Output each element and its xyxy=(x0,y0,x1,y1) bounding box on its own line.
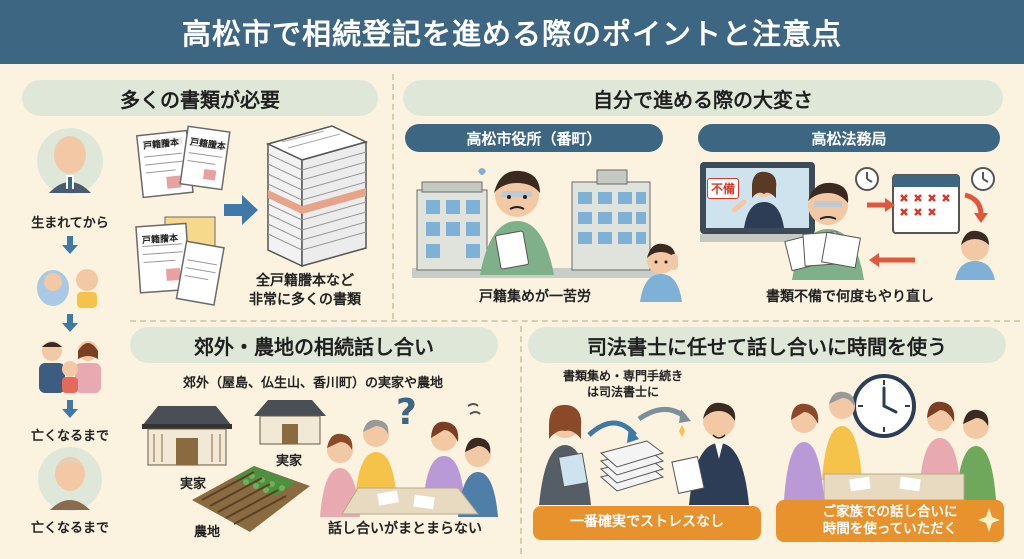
farmland-icon xyxy=(192,466,310,532)
divider-vertical-top xyxy=(392,74,394,319)
document-stack-small-icon xyxy=(135,125,231,306)
life-stage-until-death-2: 亡くなるまで xyxy=(30,521,110,536)
scrivener-note: 書類集め・専門手続き は司法書士に xyxy=(562,369,684,400)
documents-caption: 全戸籍謄本など 非常に多くの書類 xyxy=(249,273,361,308)
house-icon xyxy=(254,400,326,445)
deficiency-badge: 不備 xyxy=(707,178,740,199)
suburb-heading: 郊外・農地の相続話し合い xyxy=(130,327,498,363)
divider-horizontal xyxy=(130,320,1020,322)
family-meeting-icon xyxy=(784,391,996,501)
svg-text:?: ? xyxy=(396,392,417,433)
title-bar: 高松市で相続登記を進める際のポイントと注意点 xyxy=(0,0,1024,64)
legal-bureau-label: 高松法務局 xyxy=(698,124,1000,152)
house-label-2: 実家 xyxy=(276,454,303,469)
suburb-subtitle: 郊外（屋島、仏生山、香川町）の実家や農地 xyxy=(182,376,444,391)
life-stage-born: 生まれてから xyxy=(31,216,109,231)
house-icon xyxy=(142,406,232,466)
farmland-label: 農地 xyxy=(194,525,221,540)
family-discussion-icon: ? xyxy=(320,392,498,517)
page-title: 高松市で相続登記を進める際のポイントと注意点 xyxy=(181,17,842,51)
city-office-caption: 戸籍集めが一苦労 xyxy=(479,289,591,305)
right-banner: ご家族での話し合いに 時間を使っていただく xyxy=(776,500,1004,542)
left-banner: 一番確実でストレスなし xyxy=(533,506,761,540)
worried-man-icon xyxy=(478,168,554,275)
divider-vertical-bottom xyxy=(520,326,522,554)
frustrated-man-icon xyxy=(784,182,864,280)
baby-icon xyxy=(37,269,99,308)
document-label-3: 戸籍謄本 xyxy=(141,233,179,247)
elderly-man-icon xyxy=(37,128,103,194)
arrow-down-icon xyxy=(62,400,78,418)
arrow-down-icon xyxy=(62,314,78,332)
city-office-label: 高松市役所（番町） xyxy=(405,124,663,152)
house-label-1: 実家 xyxy=(180,477,207,492)
elderly-man-icon xyxy=(38,447,102,511)
sparkle-icon xyxy=(978,508,1000,532)
scrivener-handoff-icon xyxy=(539,402,749,505)
documents-heading: 多くの書類が必要 xyxy=(22,80,378,116)
arrow-right-icon xyxy=(224,195,258,225)
arrow-down-icon xyxy=(62,236,78,254)
life-stage-until-death-1: 亡くなるまで xyxy=(30,429,110,444)
calendar-cycle-icon xyxy=(855,167,995,280)
self-difficulty-heading: 自分で進める際の大変さ xyxy=(403,80,1003,116)
legal-bureau-caption: 書類不備で何度もやり直し xyxy=(766,289,934,305)
document-pile-icon xyxy=(265,125,369,268)
suburb-caption: 話し合いがまとまらない xyxy=(328,521,482,537)
worried-boy-icon xyxy=(640,243,682,302)
family-icon xyxy=(39,341,101,393)
scrivener-heading: 司法書士に任せて話し合いに時間を使う xyxy=(528,327,1006,363)
